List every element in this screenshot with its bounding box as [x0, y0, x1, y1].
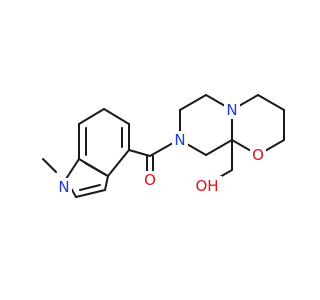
- bond: [103, 108, 130, 125]
- bond: [104, 175, 109, 191]
- hydroxyl-label: OH: [195, 177, 218, 195]
- bond: [65, 158, 80, 180]
- atom-background: [250, 146, 266, 164]
- atom-layer: N O N N O OH: [56, 101, 266, 196]
- indole-nitrogen-label: N: [58, 178, 69, 196]
- atom-background: [172, 131, 188, 149]
- atom-background: [56, 178, 72, 196]
- bridgehead-nitrogen-label: N: [226, 101, 237, 119]
- amide-nitrogen-label: N: [174, 131, 185, 149]
- ring-oxygen-label: O: [252, 146, 264, 164]
- bond: [79, 184, 101, 191]
- bond: [78, 108, 105, 125]
- bond-layer: [42, 94, 285, 198]
- bond: [205, 139, 233, 156]
- molecule-structure: N O N N O OH: [42, 94, 285, 198]
- atom-background: [142, 171, 158, 189]
- carbonyl-oxygen-label: O: [144, 171, 156, 189]
- bond: [75, 189, 106, 198]
- bond: [42, 158, 57, 173]
- atom-background: [224, 101, 240, 119]
- molecule-canvas: N O N N O OH: [42, 94, 285, 198]
- atom-background: [194, 176, 222, 194]
- bond: [128, 149, 151, 157]
- bond: [179, 94, 207, 111]
- bond: [257, 94, 285, 111]
- bond: [84, 162, 107, 176]
- bond: [107, 149, 130, 177]
- bond: [149, 142, 174, 157]
